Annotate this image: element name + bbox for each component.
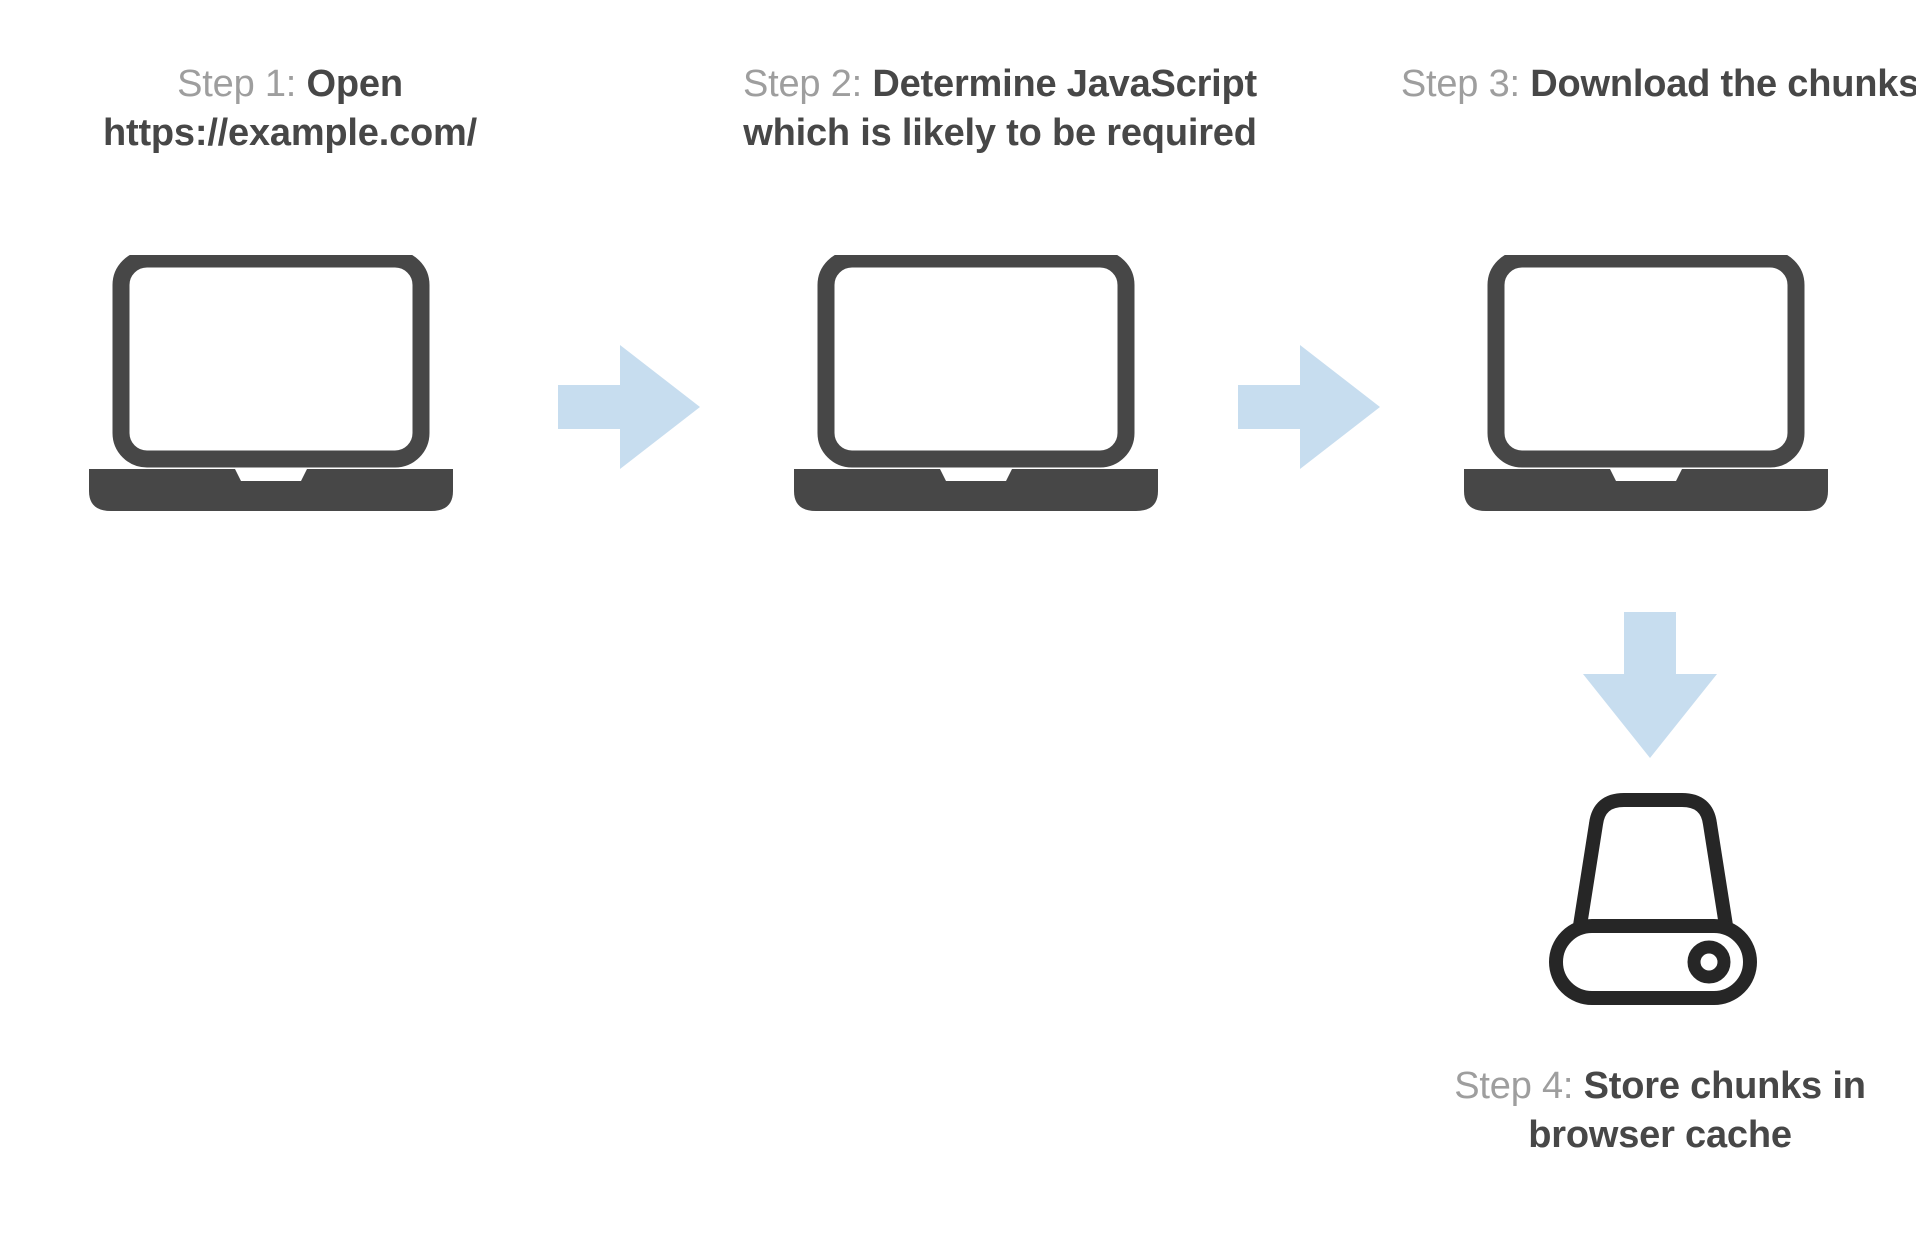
- laptop-icon: [85, 255, 495, 515]
- arrow-right-icon: [558, 345, 700, 469]
- step-3-prefix: Step 3:: [1400, 63, 1531, 105]
- step-4-text: Store chunks in browser cache: [1528, 1065, 1866, 1157]
- step-2-prefix: Step 2:: [742, 63, 873, 105]
- step-2-text: Determine JavaScript which is likely to …: [743, 63, 1258, 155]
- step-4-prefix: Step 4:: [1454, 1065, 1584, 1107]
- step-3-text: Download the chunks: [1530, 63, 1916, 105]
- step-1-text: Open https://example.com/: [103, 63, 477, 155]
- step-2-caption: Step 2: Determine JavaScript which is li…: [690, 60, 1310, 159]
- step-1-prefix: Step 1:: [177, 63, 307, 105]
- arrow-right-icon: [1238, 345, 1380, 469]
- hard-drive-icon: [1534, 790, 1772, 1006]
- step-4-caption: Step 4: Store chunks in browser cache: [1400, 1062, 1916, 1161]
- laptop-icon: [1460, 255, 1870, 515]
- step-1-caption: Step 1: Open https://example.com/: [30, 60, 550, 159]
- laptop-icon: [790, 255, 1200, 515]
- arrow-down-icon: [1583, 612, 1717, 758]
- step-3-caption: Step 3: Download the chunks: [1400, 60, 1916, 109]
